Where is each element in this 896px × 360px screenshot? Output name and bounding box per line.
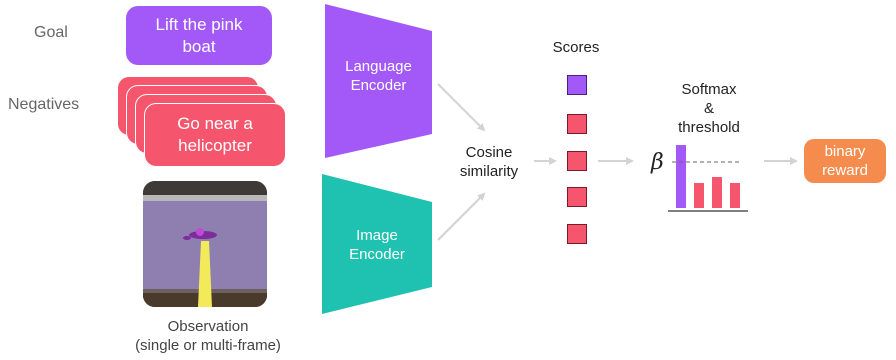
reward-line1: binary (824, 143, 866, 160)
cosine-line2: similarity (459, 163, 519, 180)
binary-reward-box: binary reward (804, 139, 886, 183)
negative-text: Go near a helicopter (177, 114, 253, 155)
language-encoder-line1: Language (345, 58, 412, 75)
arrow-image-to-cosine (437, 192, 486, 241)
image-encoder-shape (322, 174, 432, 314)
observation-image (143, 181, 267, 307)
observation-scene (143, 181, 267, 307)
softmax-bar-neg-2 (712, 177, 722, 208)
image-encoder-line2: Encoder (349, 246, 405, 263)
image-encoder-label: Image Encoder (322, 226, 432, 264)
language-encoder-label: Language Encoder (325, 57, 432, 95)
beta-symbol: β (651, 150, 664, 175)
reward-line2: reward (822, 162, 868, 179)
score-box-neg-1 (567, 114, 587, 134)
score-box-neg-3 (567, 187, 587, 207)
scores-label: Scores (552, 39, 600, 56)
softmax-line3: threshold (678, 119, 740, 136)
observation-caption-line1: Observation (167, 318, 249, 335)
softmax-line1: Softmax (681, 81, 737, 98)
score-box-neg-2 (567, 151, 587, 171)
cosine-line1: Cosine (465, 144, 513, 161)
softmax-bar-neg-1 (694, 183, 704, 208)
image-encoder-line1: Image (356, 227, 398, 244)
observation-caption-line2: (single or multi-frame) (135, 337, 281, 354)
goal-label: Goal (34, 24, 68, 41)
score-box-goal (567, 75, 587, 95)
score-box-neg-4 (567, 224, 587, 244)
softmax-threshold-label: Softmax & threshold (664, 80, 754, 137)
softmax-bar-neg-3 (730, 183, 740, 208)
arrow-language-to-cosine (437, 83, 486, 132)
negatives-label: Negatives (8, 96, 80, 113)
language-encoder-shape (325, 4, 432, 158)
cosine-similarity-label: Cosine similarity (449, 143, 529, 181)
goal-text-box: Lift the pink boat (126, 6, 272, 65)
language-encoder-line2: Encoder (350, 77, 407, 94)
goal-text: Lift the pink boat (155, 14, 243, 56)
negative-card-front: Go near a helicopter (144, 103, 286, 167)
softmax-bar-goal (676, 145, 686, 208)
softmax-line2: & (703, 100, 714, 117)
